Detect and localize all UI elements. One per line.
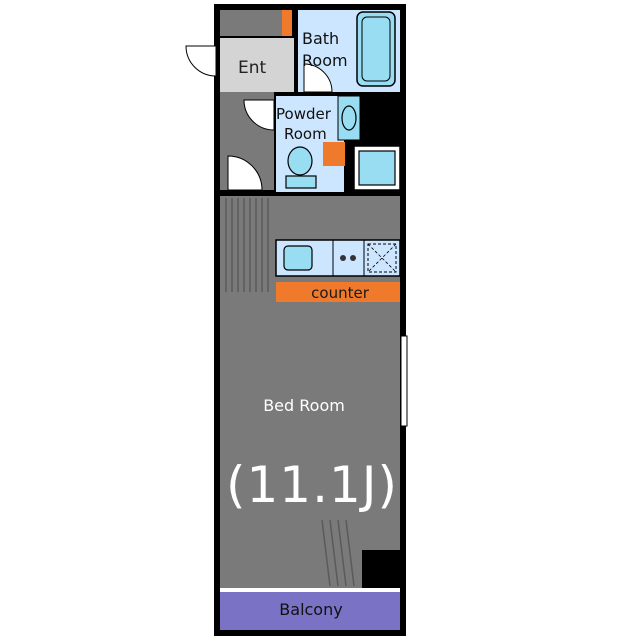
toilet-bowl — [287, 146, 313, 176]
balcony-label: Balcony — [279, 600, 343, 619]
powder-room-label: Powder Room — [276, 104, 331, 144]
bedroom-label: Bed Room — [263, 396, 345, 415]
bath-room-label-line2: Room — [302, 51, 348, 70]
bath-room-label: Bath Room — [302, 28, 348, 72]
bathtub-inner — [361, 16, 391, 82]
bedroom-size-label: (11.1J) — [225, 456, 399, 514]
kitchen-sink — [283, 245, 313, 271]
balcony-door — [220, 588, 400, 592]
shelf — [282, 10, 292, 36]
bath-door-swing — [303, 63, 333, 93]
balcony-floor — [220, 592, 400, 630]
counter-bar — [276, 282, 400, 302]
window-right — [400, 335, 408, 427]
stove-burner-left — [340, 255, 346, 261]
storage-bottom-right — [362, 550, 400, 588]
washing-machine-pan — [358, 150, 396, 186]
toilet-tank — [285, 175, 317, 189]
powder-room-label-line1: Powder — [276, 105, 331, 123]
wash-basin — [341, 105, 357, 131]
powder-room-label-line2: Room — [284, 125, 327, 143]
hall-door-swing — [227, 155, 263, 191]
refrigerator-cross-a — [367, 243, 397, 273]
stove-burner-right — [350, 255, 356, 261]
cabinet — [323, 142, 345, 166]
counter-label: counter — [311, 284, 369, 302]
refrigerator-cross-b — [367, 243, 397, 273]
flooring-stripes — [225, 198, 355, 587]
bath-room-label-line1: Bath — [302, 29, 340, 48]
powder-door-swing — [243, 99, 275, 131]
front-door-swing — [185, 45, 217, 77]
entrance-floor — [220, 38, 294, 92]
closet-area — [220, 10, 292, 36]
entrance-label: Ent — [238, 58, 267, 78]
